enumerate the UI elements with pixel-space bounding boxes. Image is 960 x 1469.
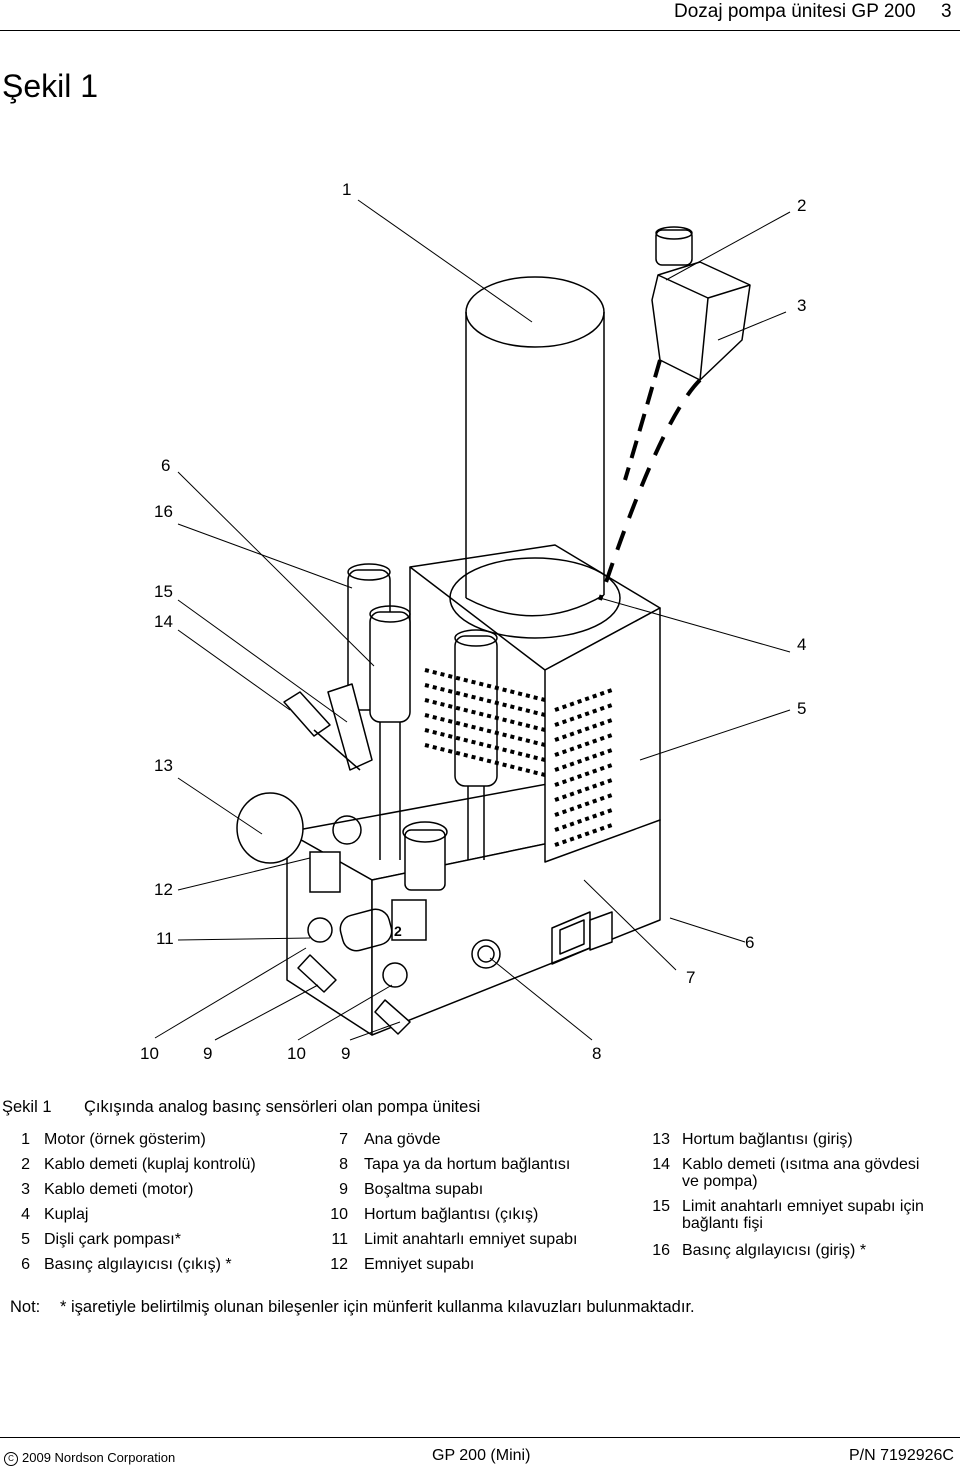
legend-text: Kuplaj: [44, 1206, 89, 1223]
legend-text-cont: ve pompa): [682, 1173, 758, 1190]
callout-16: 16: [154, 502, 173, 521]
panel-label: 2: [394, 923, 402, 939]
legend-text: Limit anahtarlı emniyet supabı: [364, 1231, 578, 1248]
copyright: C 2009 Nordson Corporation: [4, 1450, 175, 1466]
callout-10: 10: [140, 1044, 159, 1063]
copyright-text: 2009 Nordson Corporation: [22, 1450, 176, 1465]
legend-num: 15: [652, 1198, 670, 1215]
callout-5: 5: [797, 699, 807, 718]
legend-text-cont: bağlantı fişi: [682, 1215, 763, 1232]
page-number: 3: [941, 1, 952, 22]
legend-text: Kablo demeti (kuplaj kontrolü): [44, 1156, 256, 1173]
legend-text: Basınç algılayıcısı (çıkış) *: [44, 1256, 232, 1273]
callout-13: 13: [154, 756, 173, 775]
legend-text: Kablo demeti (ısıtma ana gövdesi: [682, 1156, 920, 1173]
legend-col-1: 1 Motor (örnek gösterim) 2 Kablo demeti …: [0, 1130, 300, 1273]
pump-unit-illustration: 2: [154, 199, 791, 1041]
legend-text: Motor (örnek gösterim): [44, 1131, 206, 1148]
legend-text: Basınç algılayıcısı (giriş) *: [682, 1242, 867, 1259]
callout-14: 14: [154, 612, 173, 631]
motor-cylinder: [449, 276, 621, 639]
callout-10b: 10: [287, 1044, 306, 1063]
legend-num: 2: [21, 1156, 30, 1173]
note-text: * işaretiyle belirtilmiş olunan bileşenl…: [60, 1298, 695, 1316]
running-title: Dozaj pompa ünitesi GP 200: [674, 1, 916, 22]
legend-text: Tapa ya da hortum bağlantısı: [364, 1156, 571, 1173]
legend-num: 8: [339, 1156, 348, 1173]
callout-2: 2: [797, 196, 807, 215]
header-rule: [0, 30, 960, 31]
leader-lines: [154, 199, 791, 1041]
callout-11: 11: [156, 929, 174, 948]
footer-part-number: P/N 7192926C: [849, 1447, 954, 1464]
legend-num: 11: [331, 1231, 348, 1248]
legend-num: 1: [21, 1131, 30, 1148]
note-label: Not:: [10, 1298, 41, 1316]
callout-7: 7: [686, 968, 696, 987]
legend-num: 12: [330, 1256, 348, 1273]
legend-text: Hortum bağlantısı (çıkış): [364, 1206, 539, 1223]
legend-num: 5: [21, 1231, 30, 1248]
callout-9b: 9: [341, 1044, 351, 1063]
legend-text: Emniyet supabı: [364, 1256, 475, 1273]
legend-num: 10: [330, 1206, 348, 1223]
legend-text: Limit anahtarlı emniyet supabı için: [682, 1198, 924, 1215]
callout-6: 6: [161, 456, 171, 475]
legend-text: Dişli çark pompası*: [44, 1231, 181, 1248]
callout-8: 8: [592, 1044, 602, 1063]
caption-text: Çıkışında analog basınç sensörleri olan …: [84, 1098, 481, 1116]
copyright-icon: C: [4, 1451, 18, 1466]
legend-text: Kablo demeti (motor): [44, 1181, 194, 1198]
legend-num: 7: [339, 1131, 348, 1148]
callout-6b: 6: [745, 933, 755, 952]
callout-9: 9: [203, 1044, 213, 1063]
legend-col-2: 7 Ana gövde 8 Tapa ya da hortum bağlantı…: [318, 1130, 638, 1273]
legend-text: Boşaltma supabı: [364, 1181, 484, 1198]
legend-num: 4: [21, 1206, 30, 1223]
valves: [297, 815, 448, 1035]
vent-grill: [420, 660, 540, 720]
legend-text: Hortum bağlantısı (giriş): [682, 1131, 853, 1148]
callout-1: 1: [342, 180, 352, 199]
figure-title: Şekil 1: [2, 68, 99, 104]
callout-4: 4: [797, 635, 807, 654]
legend-num: 3: [21, 1181, 30, 1198]
legend-num: 13: [652, 1131, 670, 1148]
callout-15: 15: [154, 582, 173, 601]
legend-num: 14: [652, 1156, 670, 1173]
legend-num: 9: [339, 1181, 348, 1198]
callout-3: 3: [797, 296, 807, 315]
footer-rule: [0, 1437, 960, 1438]
heating-block: [409, 544, 661, 863]
footer-model: GP 200 (Mini): [432, 1447, 531, 1464]
coupling-box: [651, 226, 751, 381]
legend-col-3: 13 Hortum bağlantısı (giriş) 14 Kablo de…: [640, 1130, 960, 1270]
caption-label: Şekil 1: [2, 1098, 52, 1116]
left-plugs: [283, 683, 373, 771]
legend-text: Ana gövde: [364, 1131, 441, 1148]
legend-num: 16: [652, 1242, 670, 1259]
sensor-cylinders: [347, 563, 498, 860]
legend-num: 6: [21, 1256, 30, 1273]
callout-12: 12: [154, 880, 173, 899]
